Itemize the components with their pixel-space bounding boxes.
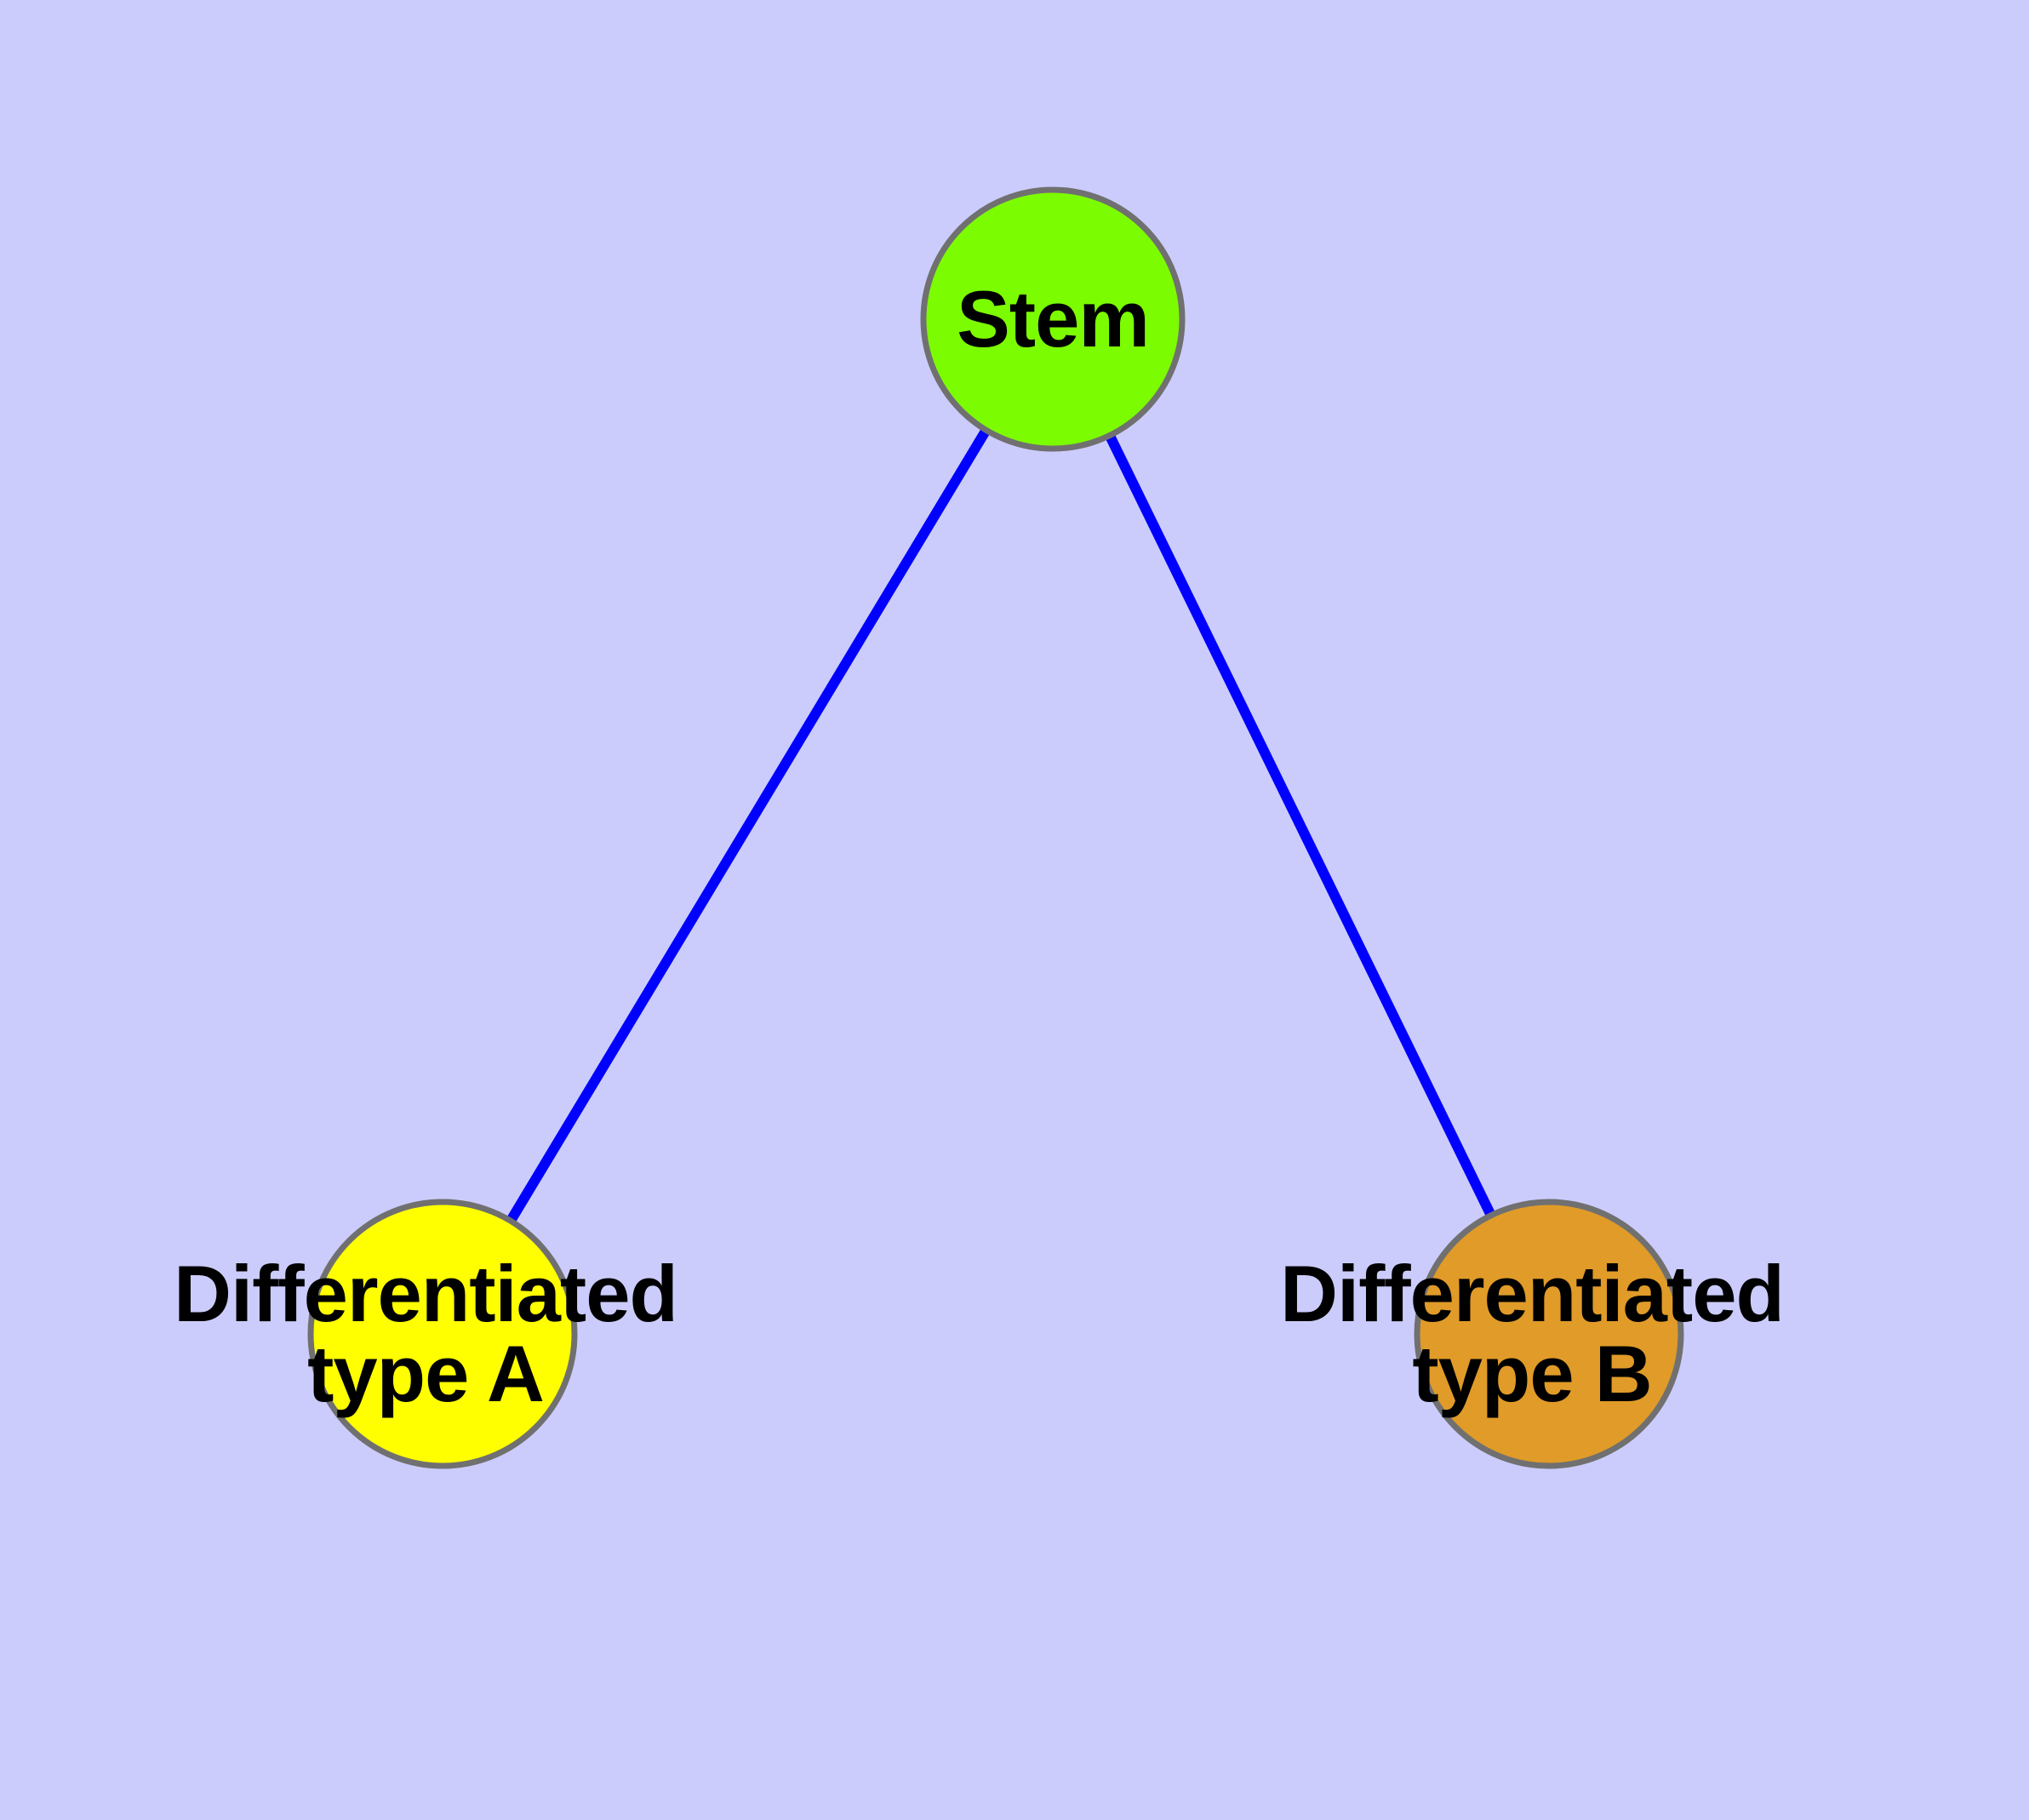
graph-node-stem[interactable] — [920, 186, 1186, 452]
graph-node-diff_a[interactable] — [307, 1199, 578, 1469]
edges-group — [437, 316, 1554, 1337]
graph-node-diff_b[interactable] — [1414, 1199, 1684, 1469]
graph-edge[interactable] — [1048, 317, 1554, 1336]
nodes-group — [307, 186, 1684, 1469]
graph-edge[interactable] — [437, 316, 1058, 1337]
